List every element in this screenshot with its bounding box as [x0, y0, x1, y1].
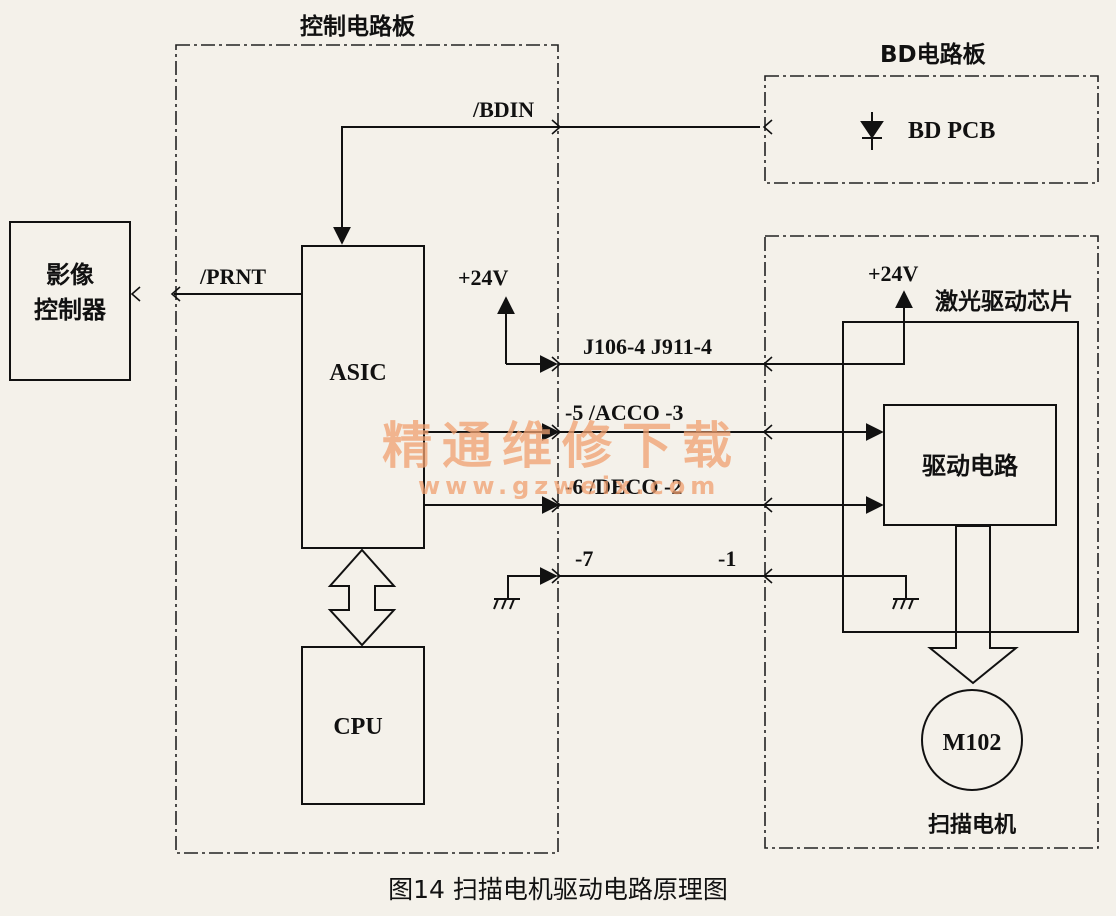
motor-caption: 扫描电机 — [928, 813, 1016, 838]
drive-to-motor-arrow — [927, 525, 1019, 685]
watermark-url: www.gzweix.com — [418, 472, 720, 500]
figure-caption: 图14 扫描电机驱动电路原理图 — [388, 875, 728, 904]
image-controller-text-1: 影像 — [46, 261, 95, 289]
photodiode-icon — [860, 112, 884, 150]
row3-connector — [762, 497, 773, 513]
row4-wire-right — [766, 575, 907, 598]
row3-label: -6 /DECO -2 — [565, 474, 682, 499]
motor-m102 — [921, 689, 1023, 791]
drive-circuit-label: 驱动电路 — [922, 452, 1019, 480]
v24-right-label: +24V — [868, 261, 919, 286]
row4-right-label: -1 — [718, 546, 736, 571]
row2-label: -5 /ACCO -3 — [565, 400, 684, 425]
bd-pcb-label: BD PCB — [908, 118, 995, 144]
row4-wire-left — [507, 567, 558, 598]
motor-label: M102 — [943, 730, 1002, 756]
row2-connector — [762, 424, 773, 440]
row4-left-label: -7 — [575, 546, 593, 571]
prnt-label: /PRNT — [199, 264, 266, 289]
asic-cpu-bus-arrow — [327, 548, 397, 647]
row1-label: J106-4 J911-4 — [583, 334, 712, 359]
image-controller-block — [9, 221, 131, 381]
prnt-connector — [170, 286, 181, 302]
bd-board-frame — [764, 75, 1099, 184]
image-controller-text-2: 控制器 — [34, 296, 107, 324]
v24-left-label: +24V — [458, 265, 509, 290]
watermark-text: 精通维修下载 — [382, 417, 742, 475]
bdin-wire — [333, 126, 760, 245]
ground-icon-right — [892, 598, 919, 610]
ground-icon-left — [493, 598, 520, 610]
asic-block — [301, 245, 425, 549]
cpu-block — [301, 646, 425, 805]
asic-label: ASIC — [329, 360, 386, 386]
right-board-frame — [764, 235, 1099, 849]
cpu-label: CPU — [333, 714, 382, 740]
laser-chip-label: 激光驱动芯片 — [935, 288, 1073, 315]
control-board-label: 控制电路板 — [300, 13, 416, 40]
bd-board-label: BD电路板 — [880, 41, 987, 68]
v24-right-wire — [766, 290, 913, 365]
prnt-connector-2 — [130, 286, 141, 302]
row4-connector — [762, 568, 773, 584]
bdin-connector-bd — [762, 119, 773, 135]
control-board-frame — [175, 44, 559, 854]
bdin-label: /BDIN — [472, 97, 534, 122]
control-board-connectors — [551, 356, 562, 584]
bdin-connector-ctrl — [551, 119, 562, 135]
laser-driver-chip-box — [842, 321, 1079, 633]
